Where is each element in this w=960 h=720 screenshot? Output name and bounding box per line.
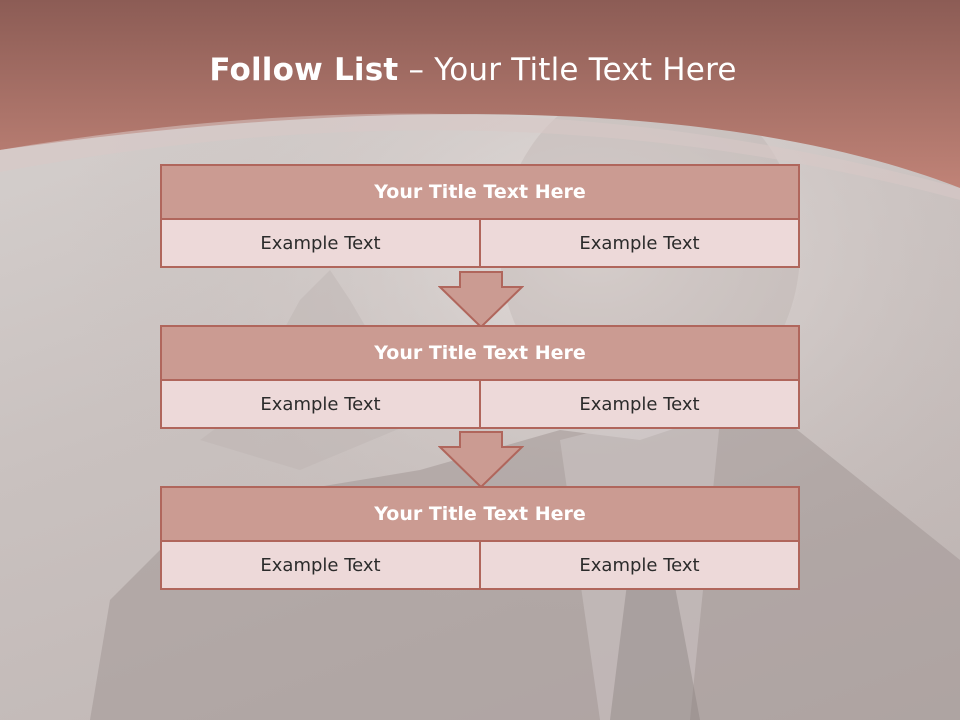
step-title: Your Title Text Here: [160, 164, 800, 220]
header-band: [0, 0, 960, 200]
down-arrow-icon: [438, 271, 524, 329]
title-bold: Follow List: [209, 52, 399, 88]
slide-title: Follow List – Your Title Text Here: [0, 52, 946, 88]
step-block-3: Your Title Text Here Example Text Exampl…: [160, 486, 800, 590]
step-block-1: Your Title Text Here Example Text Exampl…: [160, 164, 800, 268]
title-rest: – Your Title Text Here: [398, 52, 737, 88]
step-left-text: Example Text: [160, 379, 481, 429]
step-right-text: Example Text: [479, 218, 800, 268]
step-title: Your Title Text Here: [160, 325, 800, 381]
step-left-text: Example Text: [160, 218, 481, 268]
down-arrow-icon: [438, 431, 524, 489]
step-block-2: Your Title Text Here Example Text Exampl…: [160, 325, 800, 429]
step-row: Example Text Example Text: [160, 218, 800, 268]
step-right-text: Example Text: [479, 540, 800, 590]
step-right-text: Example Text: [479, 379, 800, 429]
step-left-text: Example Text: [160, 540, 481, 590]
step-title: Your Title Text Here: [160, 486, 800, 542]
step-row: Example Text Example Text: [160, 540, 800, 590]
step-row: Example Text Example Text: [160, 379, 800, 429]
